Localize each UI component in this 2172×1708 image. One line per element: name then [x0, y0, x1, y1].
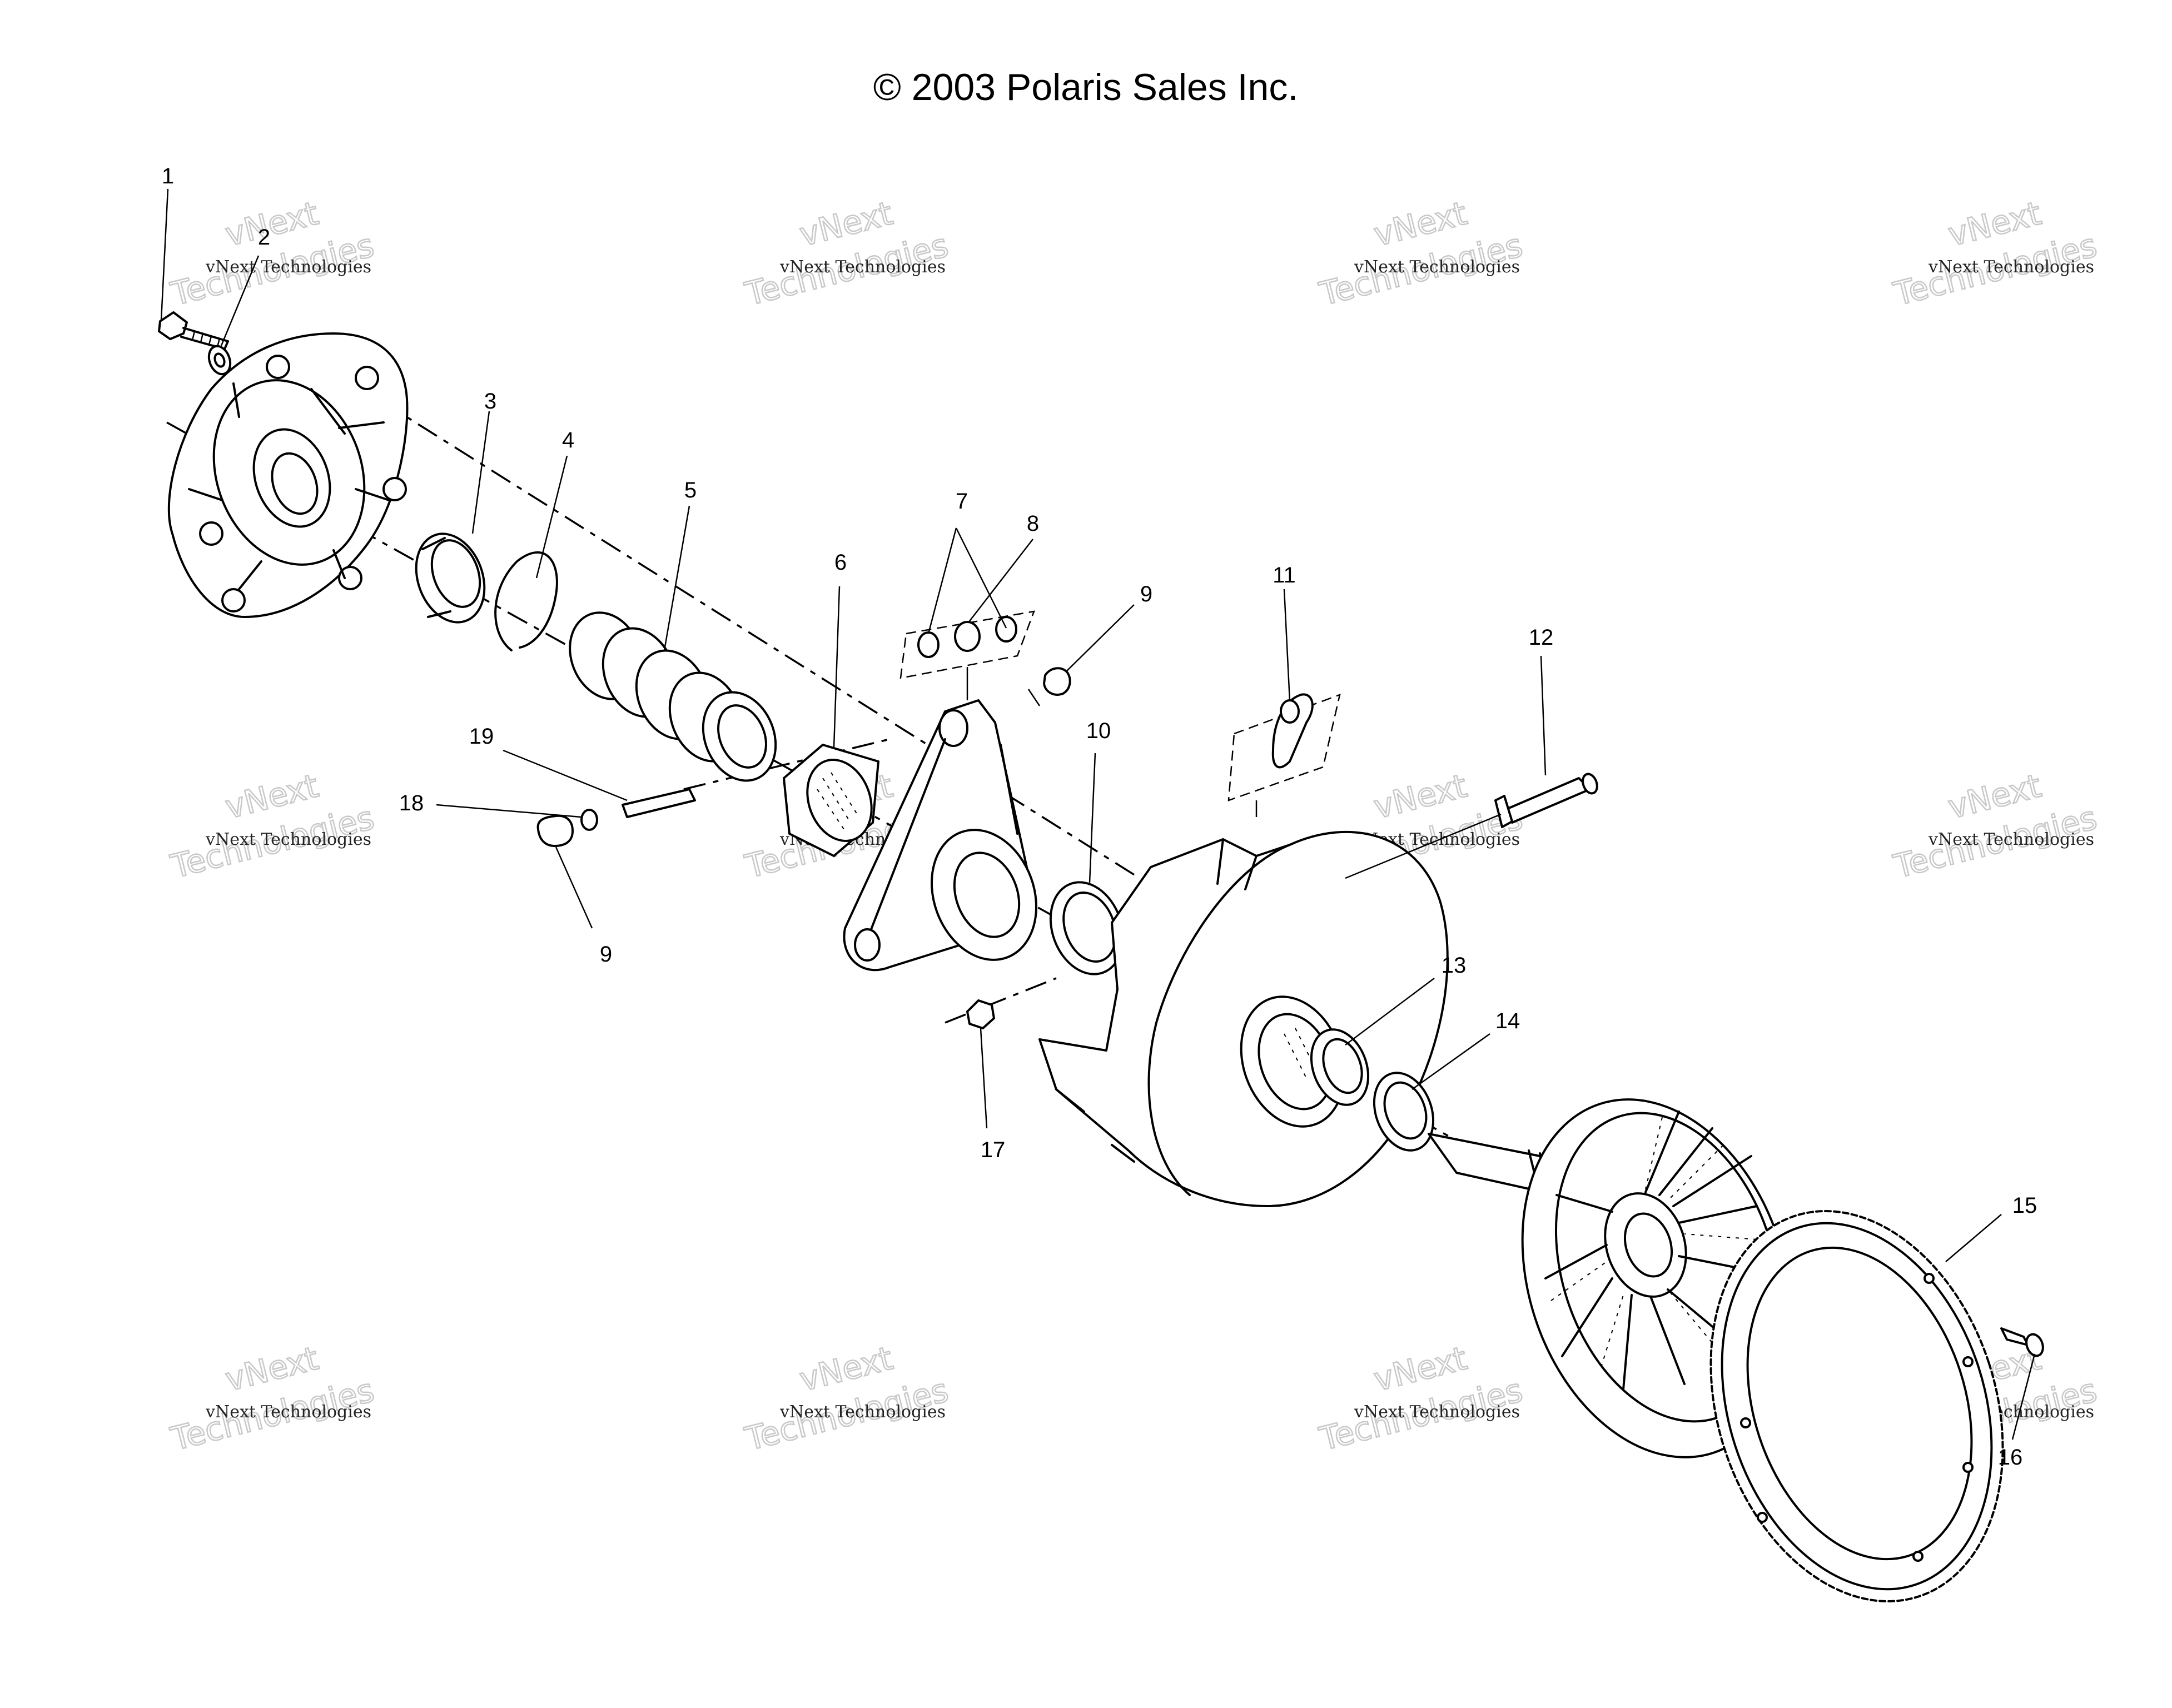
callout-5: 5 [684, 478, 697, 502]
callout-17: 17 [981, 1138, 1006, 1162]
callout-16: 16 [1998, 1445, 2023, 1470]
part-bushing [415, 532, 486, 624]
callout-2: 2 [258, 225, 270, 250]
pin-centerline [683, 738, 890, 790]
part-moveable-sheave [1038, 830, 1449, 1207]
callout-8: 8 [1027, 511, 1039, 536]
callout-19: 19 [469, 724, 494, 749]
callout-9-lower: 9 [600, 942, 612, 967]
callout-10: 10 [1086, 719, 1111, 743]
callout-6: 6 [834, 550, 847, 575]
part-bolt [158, 311, 229, 350]
nut-centerline [945, 977, 1057, 1024]
part-spider [783, 744, 879, 857]
part-gear-screw [2000, 1327, 2044, 1357]
watermark: vNext Technologies vNext Technologies [1889, 193, 2101, 313]
callout-9: 9 [1140, 582, 1152, 606]
part-cover-plate [167, 332, 409, 618]
svg-text:vNext Technologies: vNext Technologies [1928, 257, 2094, 277]
watermark: vNext Technologies vNext Technologies [166, 193, 378, 313]
part-cap-upper [1043, 667, 1071, 696]
watermark: vNext Technologies vNext Technologies [166, 1338, 378, 1458]
callout-3: 3 [484, 389, 496, 414]
callout-7: 7 [956, 489, 968, 514]
callout-14: 14 [1495, 1009, 1520, 1033]
watermark: vNext Technologies vNext Technologies [1889, 766, 2101, 886]
part-pin [536, 788, 696, 847]
part-sheave-bushing [1310, 1028, 1370, 1106]
leader-lines [160, 188, 2036, 1440]
callout-13: 13 [1442, 953, 1467, 978]
part-cam [1227, 693, 1341, 817]
callout-labels: 1 2 3 4 5 6 7 8 9 10 11 12 13 14 15 16 1… [162, 164, 2037, 1470]
copyright-title: © 2003 Polaris Sales Inc. [873, 66, 1299, 108]
callout-1: 1 [162, 164, 174, 188]
callout-12: 12 [1529, 625, 1554, 650]
watermark: vNext Technologies vNext Technologies [166, 766, 378, 886]
svg-text:vNext Technologies: vNext Technologies [779, 1402, 946, 1422]
part-long-bolt [1494, 773, 1598, 828]
callout-15: 15 [2012, 1193, 2037, 1218]
part-washer-set [899, 610, 1041, 706]
svg-text:vNext Technologies: vNext Technologies [779, 257, 946, 277]
svg-text:vNext Technologies: vNext Technologies [205, 257, 371, 277]
callout-18: 18 [399, 791, 424, 815]
watermark: vNext Technologies vNext Technologies [1315, 1338, 1527, 1458]
watermark: vNext Technologies vNext Technologies [1315, 193, 1527, 313]
part-shaft-washer [1373, 1072, 1435, 1152]
svg-text:vNext Technologies: vNext Technologies [205, 1402, 371, 1422]
svg-text:vNext Technologies: vNext Technologies [1354, 1402, 1520, 1422]
part-stationary-sheave [1428, 1098, 1792, 1458]
callout-4: 4 [562, 428, 574, 452]
svg-text:vNext Technologies: vNext Technologies [205, 830, 371, 849]
part-nut [966, 999, 995, 1029]
watermark: vNext Technologies vNext Technologies [740, 1338, 952, 1458]
assembly-centerline-upper [344, 377, 1140, 879]
part-spring [569, 611, 777, 782]
watermark: vNext Technologies vNext Technologies [740, 193, 952, 313]
callout-11: 11 [1273, 563, 1296, 587]
svg-text:vNext Technologies: vNext Technologies [1928, 830, 2094, 849]
part-ring-gear [1709, 1210, 2004, 1602]
part-snap-ring [494, 551, 558, 651]
svg-text:vNext Technologies: vNext Technologies [1354, 257, 1520, 277]
part-support-arm [843, 699, 1038, 972]
